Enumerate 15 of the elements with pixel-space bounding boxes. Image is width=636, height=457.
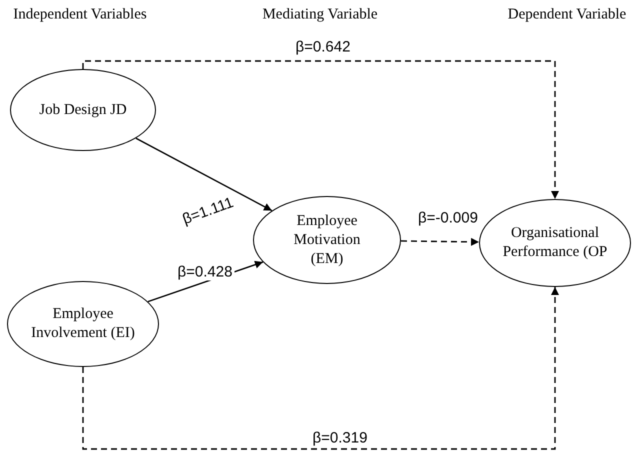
edge-label: β=0.319 (310, 430, 370, 446)
variable-name: Employee Involvement (EI) (30, 305, 136, 343)
arrow (82, 287, 559, 450)
arrow (82, 60, 559, 199)
column-heading: Independent Variables (13, 6, 147, 24)
arrow (400, 238, 480, 246)
edge-label: β=0.428 (176, 264, 234, 280)
variable-name: Job Design JD (38, 100, 128, 120)
column-heading: Mediating Variable (262, 6, 378, 24)
edge-label: β=0.642 (294, 38, 352, 56)
variable-name: Employee Motivation (EM) (292, 212, 362, 268)
arrow (136, 138, 272, 212)
column-heading: Dependent Variable (508, 6, 626, 24)
variable-name: Organisational Performance (OP (502, 224, 608, 262)
edge-label: β=-0.009 (416, 210, 480, 226)
